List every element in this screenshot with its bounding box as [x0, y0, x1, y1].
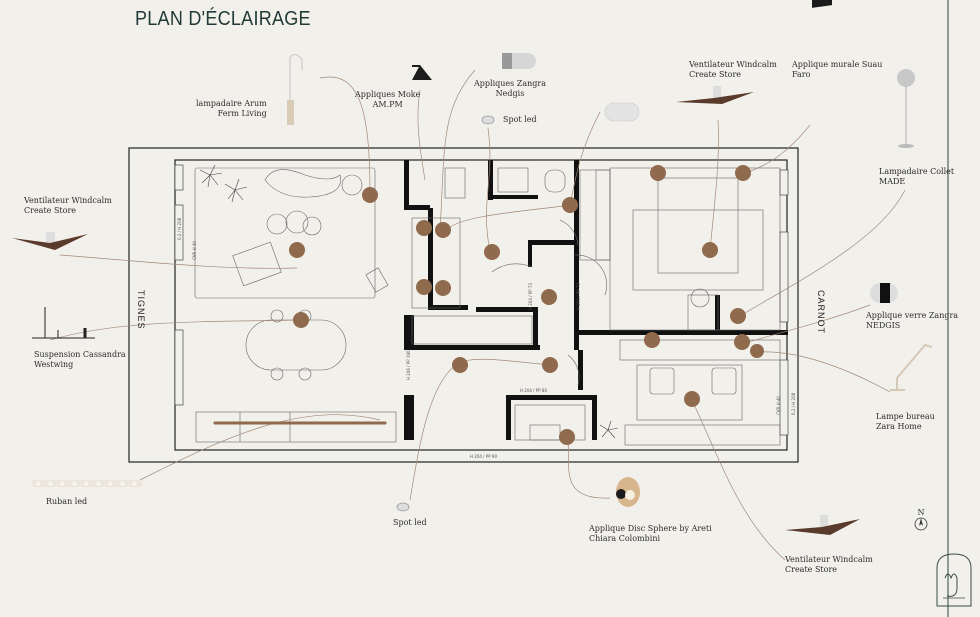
- light-markers: [289, 165, 764, 445]
- light-marker: [650, 165, 666, 181]
- light-marker: [293, 312, 309, 328]
- light-marker: [750, 344, 764, 358]
- light-marker: [452, 357, 468, 373]
- light-marker: [542, 357, 558, 373]
- light-marker: [684, 391, 700, 407]
- label-ruban: Ruban led: [46, 497, 88, 506]
- page-title: PLAN D'ÉCLAIRAGE: [135, 8, 311, 30]
- brand-logo: [936, 553, 972, 607]
- fan-left-icon: [12, 232, 88, 250]
- light-marker: [484, 244, 500, 260]
- moke-sconce-icon: [412, 65, 432, 80]
- zangra-glass-icon: [604, 102, 640, 122]
- light-marker: [435, 280, 451, 296]
- plants: [199, 164, 619, 439]
- label-spot-top: Spot led: [503, 115, 537, 124]
- light-marker: [559, 429, 575, 445]
- side-label-carnot: CARNOT: [816, 290, 826, 334]
- spot-top-icon: [481, 115, 495, 125]
- zangra-sconce-icon: [502, 53, 536, 69]
- annotation-right-1: CVR H 40: [776, 396, 781, 415]
- spot-bottom-icon: [396, 502, 410, 512]
- disc-sphere-icon: [616, 477, 640, 507]
- annotation-right-2: 0.2 / H 208: [791, 392, 796, 415]
- light-marker: [416, 220, 432, 236]
- light-marker: [362, 187, 378, 203]
- light-marker: [730, 308, 746, 324]
- ruban-led-icon: [32, 480, 142, 487]
- cassandra-pendant-icon: [32, 307, 95, 339]
- annotation-door-4: H 204 / PP 80: [520, 388, 547, 393]
- light-marker: [416, 279, 432, 295]
- light-marker: [702, 242, 718, 258]
- annotation-door-1: H 204 / PP 73: [528, 283, 533, 310]
- label-spot-bottom: Spot led: [393, 518, 427, 527]
- annotation-left-2: 0.2 / H 208: [177, 217, 182, 240]
- annotation-door-3: H 206 / PP 190: [406, 350, 411, 380]
- collet-lamp-icon: [897, 69, 915, 148]
- zara-lamp-icon: [890, 343, 933, 391]
- fan-bottom-icon: [785, 515, 860, 535]
- window-bays: [174, 164, 789, 436]
- annotation-door-5: H 204 / PP 73: [576, 283, 581, 310]
- light-marker: [541, 289, 557, 305]
- light-marker: [289, 242, 305, 258]
- north-indicator: N: [914, 508, 928, 533]
- zangra-right-icon: [870, 283, 898, 303]
- plan-annotations: CVR H 40 0.2 / H 208 H 204 / PP 73 H 204…: [177, 217, 796, 459]
- furniture: [194, 167, 781, 446]
- light-marker: [644, 332, 660, 348]
- light-marker: [435, 222, 451, 238]
- side-label-tignes: TIGNES: [136, 290, 146, 330]
- light-marker: [734, 334, 750, 350]
- annotation-door-2: H 204 / PP 90: [470, 454, 497, 459]
- annotation-left-1: CVR H 40: [192, 241, 197, 260]
- leader-lines: [49, 69, 906, 561]
- suau-sconce-icon: [812, 0, 832, 8]
- light-marker: [735, 165, 751, 181]
- fan-top-icon: [676, 86, 754, 104]
- light-marker: [562, 197, 578, 213]
- arum-lamp-icon: [287, 53, 303, 125]
- building-outline: [128, 147, 799, 463]
- compass-icon: [914, 517, 928, 531]
